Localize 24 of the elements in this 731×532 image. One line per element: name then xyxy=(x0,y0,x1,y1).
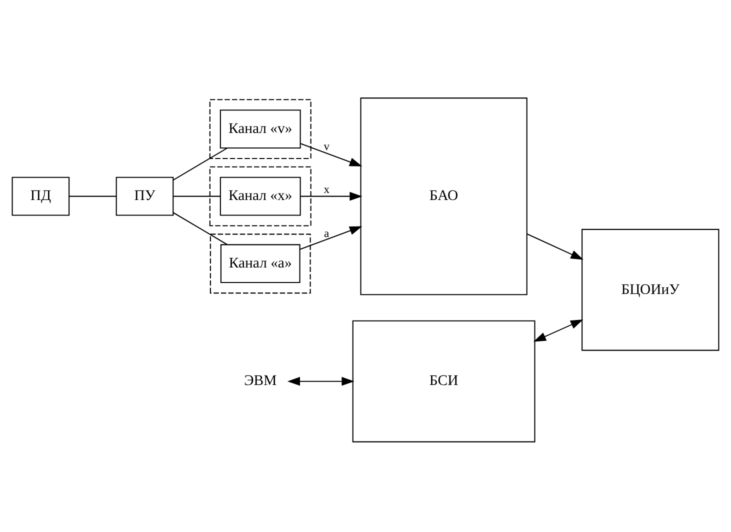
node-box: БЦОИиУ xyxy=(582,228,720,350)
cluster xyxy=(209,166,312,226)
arrow xyxy=(300,142,362,166)
connector xyxy=(173,147,228,180)
connector xyxy=(173,195,220,196)
arrow xyxy=(300,226,362,250)
edge-label: a xyxy=(324,226,330,240)
node-box: Канал «a» xyxy=(220,244,300,283)
cluster xyxy=(210,233,311,294)
node-box: БАО xyxy=(360,97,528,295)
node-box: ПУ xyxy=(116,176,174,216)
arrow xyxy=(287,376,354,386)
node-box: БСИ xyxy=(352,320,536,442)
arrow xyxy=(300,191,362,200)
edge-label: v xyxy=(324,139,330,152)
edge-label: x xyxy=(324,182,330,196)
connector xyxy=(69,195,116,196)
node-box: ПД xyxy=(12,176,70,216)
node-box: Канал «x» xyxy=(220,176,301,216)
arrow xyxy=(533,318,584,342)
arrow xyxy=(526,233,584,260)
cluster xyxy=(209,98,312,159)
node-text: ЭВМ xyxy=(244,372,277,389)
node-box: Канал «v» xyxy=(220,109,301,148)
